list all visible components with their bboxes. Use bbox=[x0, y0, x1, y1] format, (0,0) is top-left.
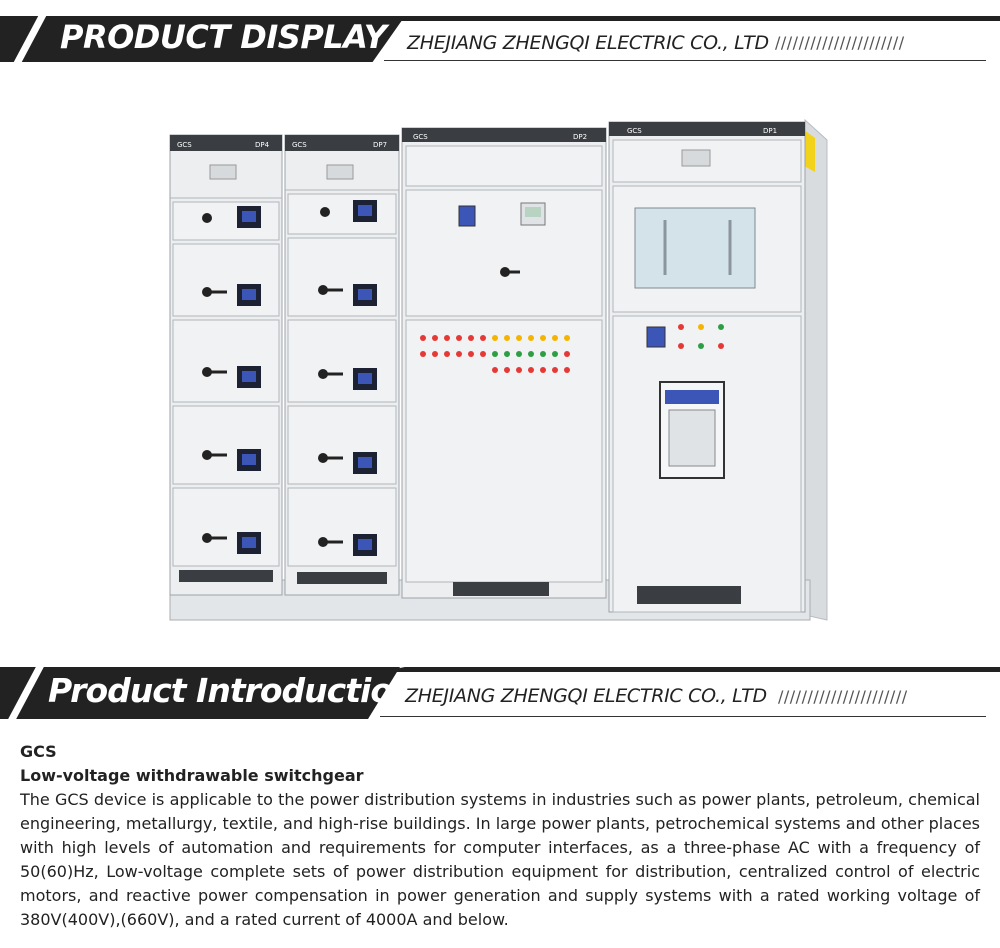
product-image: GCS DP4 bbox=[169, 118, 828, 621]
panel-label: DP4 bbox=[255, 141, 270, 149]
cabinet-dp1: GCS DP1 bbox=[608, 121, 806, 613]
banner-title: Product Introduction bbox=[48, 671, 415, 710]
banner-dark-block bbox=[0, 667, 400, 719]
banner-slashes: ////////////////////// bbox=[775, 33, 905, 52]
banner-bottom-line bbox=[384, 60, 986, 61]
banner-dark-block bbox=[0, 16, 405, 62]
product-display-banner: PRODUCT DISPLAY ZHEJIANG ZHENGQI ELECTRI… bbox=[0, 0, 1000, 62]
panel-label: GCS bbox=[177, 141, 192, 149]
banner-company: ZHEJIANG ZHENGQI ELECTRIC CO., LTD bbox=[407, 32, 769, 54]
banner-top-line bbox=[380, 16, 1000, 21]
panel-label: GCS bbox=[413, 133, 428, 141]
product-description: The GCS device is applicable to the powe… bbox=[20, 790, 980, 929]
banner-company: ZHEJIANG ZHENGQI ELECTRIC CO., LTD bbox=[405, 685, 767, 707]
panel-label: DP2 bbox=[573, 133, 587, 141]
cabinet-dp4: GCS DP4 bbox=[169, 134, 283, 596]
product-subtitle: Low-voltage withdrawable switchgear bbox=[20, 766, 364, 785]
panel-label: GCS bbox=[627, 127, 642, 135]
banner-slashes: ////////////////////// bbox=[778, 687, 908, 706]
product-introduction: GCS Low-voltage withdrawable switchgear … bbox=[20, 740, 980, 932]
panel-label: GCS bbox=[292, 141, 307, 149]
panel-label: DP7 bbox=[373, 141, 387, 149]
banner-title: PRODUCT DISPLAY bbox=[60, 18, 387, 56]
cabinet-dp2: GCS DP2 bbox=[401, 127, 607, 599]
cabinet-dp7: GCS DP7 bbox=[284, 134, 400, 596]
indicator-lamps bbox=[420, 335, 570, 373]
banner-top-line bbox=[380, 667, 1000, 672]
product-introduction-banner: Product Introduction ZHEJIANG ZHENGQI EL… bbox=[0, 667, 1000, 719]
banner-bottom-line bbox=[380, 716, 986, 717]
product-model: GCS bbox=[20, 742, 57, 761]
panel-label: DP1 bbox=[763, 127, 777, 135]
